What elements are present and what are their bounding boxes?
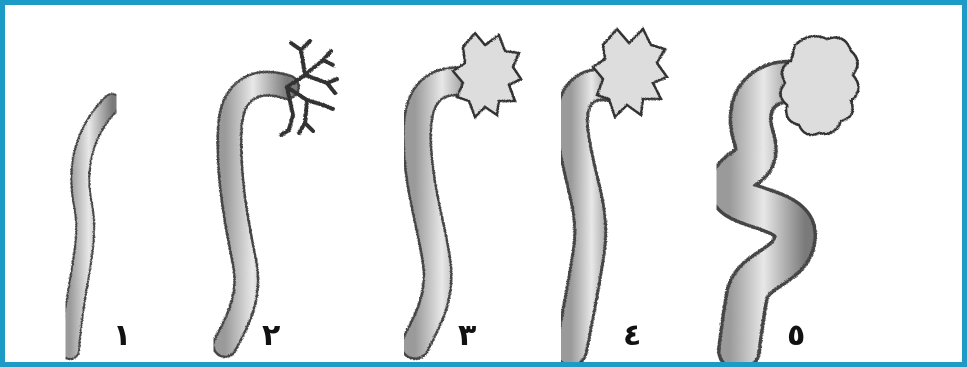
stage-label-2: ٢ — [262, 321, 280, 351]
stage-1-tube — [70, 103, 112, 350]
stage-5-tube — [730, 36, 859, 350]
stage-4-tube — [571, 29, 667, 350]
stage-label-4: ٤ — [623, 321, 641, 351]
stage-3-tube — [415, 33, 521, 345]
stage-label-1: ١ — [113, 321, 131, 351]
stage-label-3: ٣ — [458, 321, 476, 351]
stage-label-5: ٥ — [787, 321, 805, 351]
stage-2-tube — [225, 41, 337, 345]
illustration — [5, 5, 962, 362]
